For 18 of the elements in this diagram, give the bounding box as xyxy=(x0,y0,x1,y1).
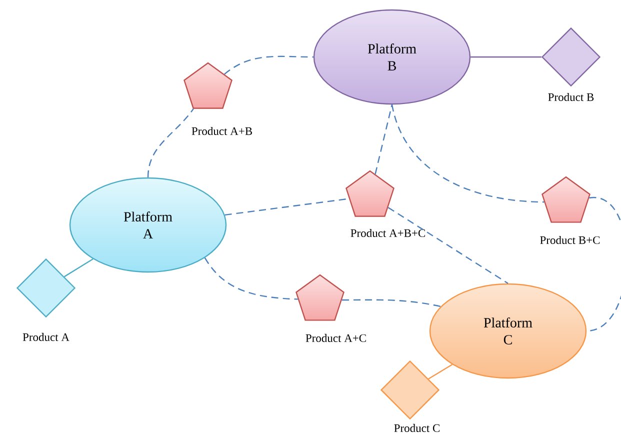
connector xyxy=(64,258,94,278)
product-label: Product A xyxy=(22,332,70,342)
connector xyxy=(428,364,453,380)
connector xyxy=(586,197,621,332)
product-label: Product B xyxy=(546,92,596,102)
product-label: Product A+B xyxy=(190,126,254,136)
connector xyxy=(204,258,298,300)
connector xyxy=(374,104,393,174)
product-label: Product C xyxy=(392,422,442,434)
connector xyxy=(388,206,508,284)
connector xyxy=(342,299,441,308)
connector xyxy=(470,56,542,58)
connector xyxy=(391,104,544,203)
product-label: Product A+C xyxy=(304,332,368,344)
product-label: Product A+B+C xyxy=(349,228,427,238)
product-label: Product B+C xyxy=(538,234,602,246)
connector xyxy=(224,56,314,75)
connector xyxy=(147,108,194,178)
